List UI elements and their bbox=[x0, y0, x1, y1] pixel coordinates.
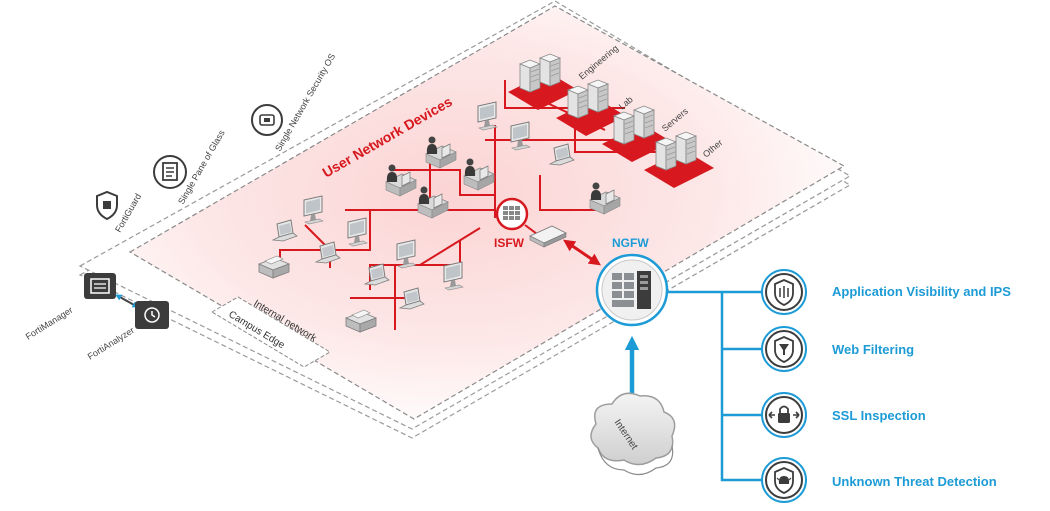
fortimanager-label: FortiManager bbox=[24, 305, 75, 342]
fortianalyzer: FortiAnalyzer bbox=[86, 301, 169, 362]
fortianalyzer-label: FortiAnalyzer bbox=[86, 325, 136, 362]
threat-detection-icon bbox=[761, 457, 807, 503]
manager-icon bbox=[84, 273, 116, 299]
feature-unknown-threat-label: Unknown Threat Detection bbox=[832, 474, 997, 489]
fortiguard: FortiGuard bbox=[96, 190, 143, 234]
feature-ssl-inspection-label: SSL Inspection bbox=[832, 408, 926, 423]
feature-unknown-threat: Unknown Threat Detection bbox=[761, 457, 997, 503]
analyzer-icon bbox=[135, 301, 169, 329]
internet-cloud: Internet bbox=[590, 392, 676, 476]
feature-app-visibility-label: Application Visibility and IPS bbox=[832, 284, 1011, 299]
manager-analyzer-link bbox=[115, 294, 139, 308]
isfw-ngfw-link bbox=[563, 239, 601, 266]
stacked-layers bbox=[78, 0, 852, 439]
fortimanager: FortiManager bbox=[24, 273, 116, 342]
isfw-label: ISFW bbox=[494, 236, 525, 250]
feature-ssl-inspection: SSL Inspection bbox=[761, 392, 926, 438]
shield-icon bbox=[96, 190, 118, 221]
feature-bus bbox=[668, 290, 762, 482]
ngfw-label: NGFW bbox=[612, 236, 649, 250]
clipboard-icon bbox=[153, 155, 187, 189]
app-visibility-icon bbox=[761, 269, 807, 315]
user-network-zone bbox=[128, 5, 846, 420]
feature-web-filtering-label: Web Filtering bbox=[832, 342, 914, 357]
isfw-firewall: ISFW bbox=[494, 197, 529, 250]
feature-app-visibility: Application Visibility and IPS bbox=[761, 269, 1011, 315]
web-filter-icon bbox=[761, 326, 807, 372]
ngfw-firewall: NGFW bbox=[595, 236, 669, 327]
network-switch bbox=[529, 225, 567, 248]
feature-list: Application Visibility and IPS Web Filte… bbox=[761, 269, 1011, 503]
os-icon bbox=[251, 104, 283, 136]
feature-web-filtering: Web Filtering bbox=[761, 326, 914, 372]
ssl-lock-icon bbox=[761, 392, 807, 438]
